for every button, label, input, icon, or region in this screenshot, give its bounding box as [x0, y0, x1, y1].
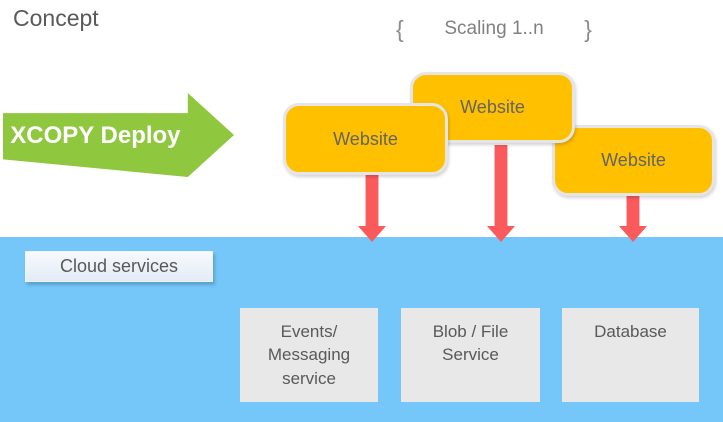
service-box-label-line: service: [282, 368, 336, 388]
website-box-label: Website: [460, 97, 525, 117]
service-box-database: Database: [562, 308, 699, 402]
service-box-label-line: Events/: [280, 322, 338, 341]
service-box-label-line: Service: [442, 345, 499, 365]
service-box-label-line: Messaging: [267, 345, 351, 365]
brace-right: }: [584, 16, 592, 42]
website-box-label: Website: [333, 128, 398, 149]
cloud-services-label: Cloud services: [25, 251, 213, 282]
scaling-label: Scaling 1..n: [444, 18, 544, 39]
service-box-label-line: Blob / File: [432, 322, 509, 341]
brace-left: {: [396, 16, 404, 42]
website-box-label: Website: [601, 150, 666, 170]
down-arrow-icon: [487, 145, 515, 242]
service-box-blob-file: Blob / File Service: [401, 308, 540, 402]
page-title: Concept: [13, 5, 99, 31]
down-arrow-icon: [358, 175, 386, 242]
scaling-annotation: { Scaling 1..n }: [396, 14, 592, 44]
xcopy-deploy-arrow-icon: XCOPY Deploy: [3, 93, 234, 177]
xcopy-deploy-label: XCOPY Deploy: [10, 122, 181, 149]
service-box-label-line: Database: [594, 322, 667, 341]
cloud-services-area: Cloud services Events/ Messaging service…: [0, 237, 723, 422]
website-box-3: Website: [552, 125, 715, 196]
website-box-1: Website: [283, 103, 448, 175]
service-box-events-messaging: Events/ Messaging service: [240, 308, 378, 402]
down-arrow-icon: [619, 195, 647, 242]
